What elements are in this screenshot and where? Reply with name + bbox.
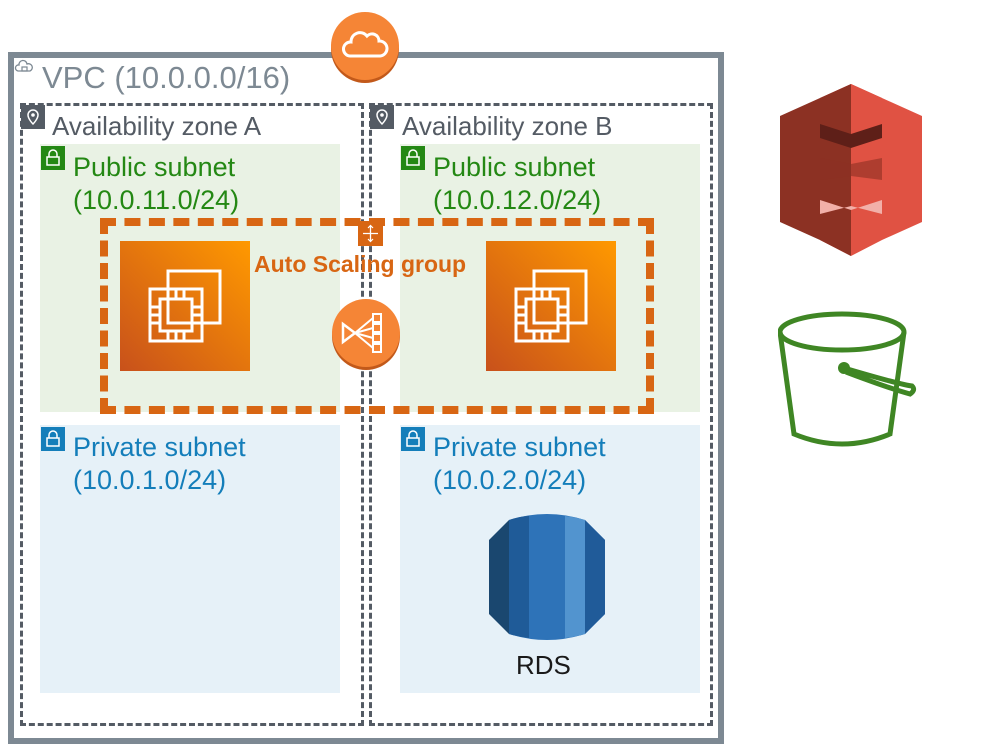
vpc-label: VPC (10.0.0.0/16) (42, 60, 291, 95)
zone-a-label: Availability zone A (52, 111, 262, 141)
private-subnet-a-name: Private subnet (73, 432, 246, 462)
lock-icon (41, 427, 65, 451)
rds-label: RDS (516, 650, 571, 680)
vpc-cloud-lock-icon (14, 58, 34, 78)
internet-gateway-cloud-icon (331, 12, 399, 83)
ec2-instance-icon (120, 241, 250, 371)
auto-scaling-icon (358, 221, 383, 246)
public-subnet-a-cidr: (10.0.11.0/24) (73, 185, 240, 215)
load-balancer-icon (332, 299, 400, 370)
availability-zone-b (369, 103, 713, 726)
public-subnet-b-cidr: (10.0.12.0/24) (433, 185, 602, 215)
availability-zone-a (20, 103, 364, 726)
private-subnet-b-name: Private subnet (433, 432, 606, 462)
lock-icon (401, 146, 425, 170)
ec2-instance-icon (486, 241, 616, 371)
lock-icon (41, 146, 65, 170)
public-subnet-b-name: Public subnet (433, 152, 596, 182)
zone-b-label: Availability zone B (402, 111, 613, 141)
rds-database-icon (489, 514, 605, 640)
private-subnet-a (40, 425, 340, 693)
location-pin-icon (21, 105, 45, 129)
s3-bucket-icon (778, 311, 917, 447)
s3-icon (780, 84, 922, 256)
location-pin-icon (370, 105, 394, 129)
lock-icon (401, 427, 425, 451)
auto-scaling-group-label: Auto Scaling group (254, 251, 467, 277)
public-subnet-a-name: Public subnet (73, 152, 236, 182)
private-subnet-b-cidr: (10.0.2.0/24) (433, 465, 587, 495)
private-subnet-a-cidr: (10.0.1.0/24) (73, 465, 227, 495)
